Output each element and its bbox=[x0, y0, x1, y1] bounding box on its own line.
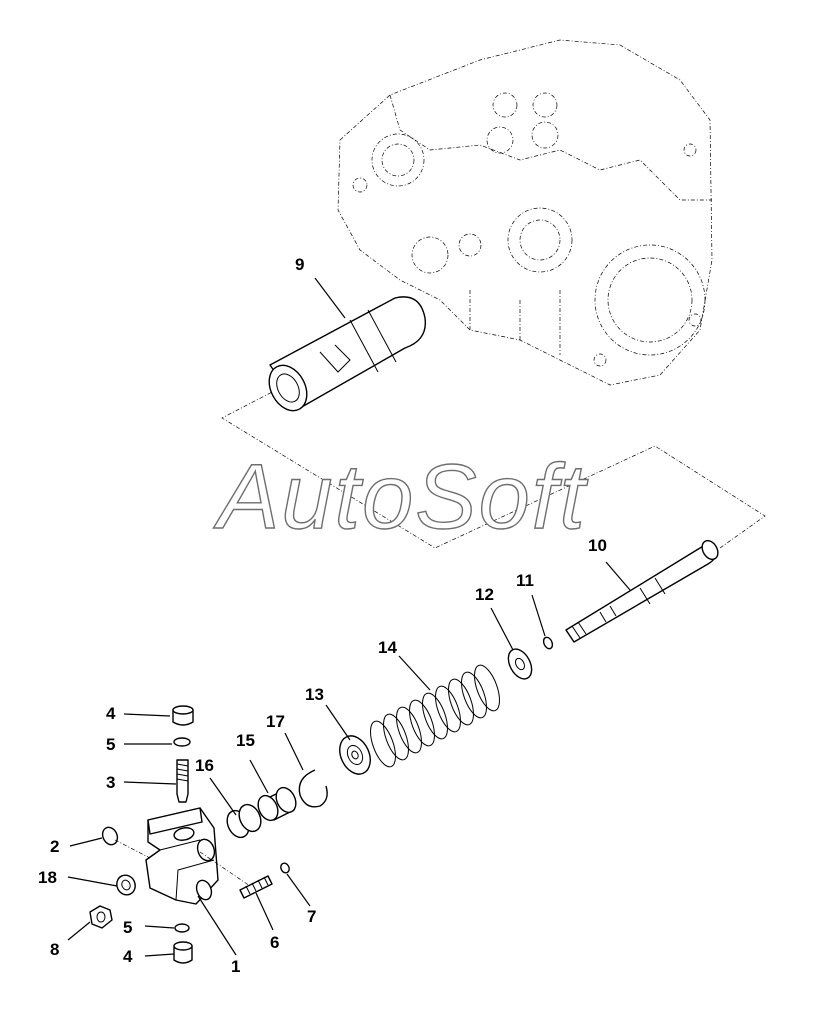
screw-part bbox=[239, 875, 273, 899]
callout-16: 16 bbox=[195, 756, 214, 775]
callout-5-top: 5 bbox=[106, 735, 115, 754]
snap-ring-part bbox=[298, 769, 328, 808]
plug-bottom-part bbox=[173, 941, 193, 964]
callout-10: 10 bbox=[588, 536, 607, 555]
plug-part bbox=[226, 803, 262, 839]
valve-body-part bbox=[114, 807, 251, 905]
spring-seat-part bbox=[339, 735, 371, 775]
o-ring-top-part bbox=[173, 737, 191, 747]
callout-15: 15 bbox=[236, 731, 255, 750]
spool-part bbox=[565, 539, 719, 643]
pump-housing bbox=[337, 39, 713, 386]
callout-14: 14 bbox=[378, 638, 397, 657]
collar-part bbox=[257, 786, 297, 822]
callout-18: 18 bbox=[38, 868, 57, 887]
o-ring-bottom-part bbox=[174, 923, 190, 933]
callout-3: 3 bbox=[106, 773, 115, 792]
assembly-center-lines bbox=[221, 317, 766, 549]
callout-4-top: 4 bbox=[106, 704, 116, 723]
callout-8: 8 bbox=[50, 940, 59, 959]
callout-7: 7 bbox=[307, 907, 316, 926]
callout-labels: 9 10 11 12 14 13 17 15 16 4 5 3 2 18 8 5… bbox=[38, 255, 607, 976]
callout-11: 11 bbox=[516, 571, 534, 590]
stud-part bbox=[176, 759, 189, 803]
plug-top-part bbox=[172, 705, 194, 726]
callout-4-bottom: 4 bbox=[123, 947, 133, 966]
callout-12: 12 bbox=[475, 585, 494, 604]
washer-part bbox=[507, 648, 533, 680]
sleeve-part bbox=[268, 296, 427, 412]
small-ring-part bbox=[542, 636, 554, 650]
callout-9: 9 bbox=[295, 255, 304, 274]
nut-8-part bbox=[89, 905, 113, 929]
o-ring-7-part bbox=[280, 862, 290, 874]
callout-2: 2 bbox=[50, 837, 59, 856]
callout-5-bottom: 5 bbox=[123, 918, 132, 937]
nut-18-part bbox=[116, 874, 136, 896]
callout-1: 1 bbox=[231, 957, 240, 976]
spring-part bbox=[370, 664, 500, 768]
small-plug-part bbox=[101, 826, 119, 846]
callout-13: 13 bbox=[305, 685, 324, 704]
leader-lines bbox=[67, 277, 631, 957]
callout-6: 6 bbox=[270, 933, 279, 952]
callout-17: 17 bbox=[266, 712, 285, 731]
watermark-text: AutoSoft bbox=[213, 446, 588, 548]
